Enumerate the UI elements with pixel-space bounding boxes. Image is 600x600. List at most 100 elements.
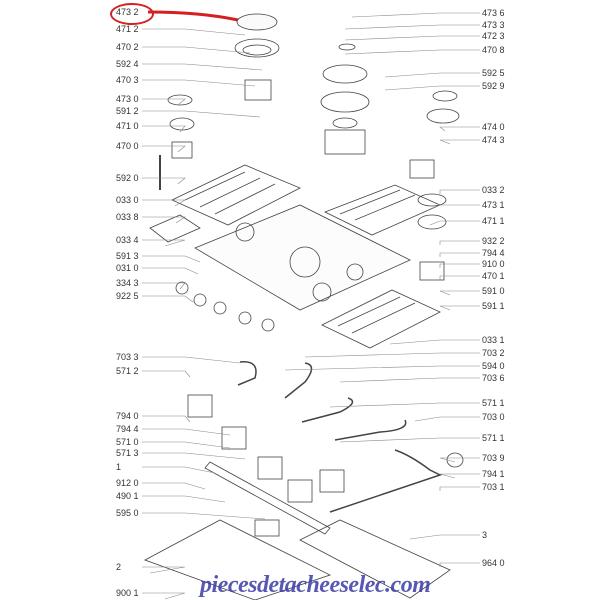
leader-line	[439, 263, 480, 268]
part-label: 794 4	[482, 248, 505, 258]
gas-manifold	[329, 449, 442, 513]
leader-line	[344, 49, 480, 55]
leader-line	[142, 110, 261, 118]
leader-line	[142, 98, 186, 106]
leader-line	[329, 402, 480, 408]
part-label: 591 3	[116, 251, 139, 261]
leader-line	[409, 534, 480, 540]
part-label: 472 3	[482, 31, 505, 41]
leader-line	[429, 204, 480, 210]
leader-line	[142, 495, 226, 503]
leader-line	[439, 240, 480, 245]
part-label: 932 2	[482, 236, 505, 246]
highlight-circle	[110, 3, 154, 25]
part-label: 595 0	[116, 508, 139, 518]
leader-line	[439, 189, 480, 194]
leader-line	[304, 352, 480, 358]
burner-crown-small	[169, 117, 195, 131]
leader-line	[439, 139, 480, 145]
leader-line	[439, 275, 480, 280]
part-label: 571 0	[116, 437, 139, 447]
part-label: 473 0	[116, 94, 139, 104]
leader-line	[142, 145, 186, 153]
leader-line	[439, 457, 480, 463]
leader-line	[142, 216, 186, 224]
pan-support-left	[171, 164, 301, 226]
leader-line	[344, 35, 480, 41]
part-label: 1	[116, 462, 122, 472]
part-label: 571 1	[482, 398, 505, 408]
burner-cap-mini	[338, 43, 356, 51]
part-label: 592 9	[482, 81, 505, 91]
part-label: 592 4	[116, 59, 139, 69]
leader-line	[429, 220, 480, 226]
part-label: 794 4	[116, 424, 139, 434]
burner-body	[244, 79, 272, 101]
leader-line	[439, 473, 480, 479]
leader-line	[142, 512, 266, 520]
part-label: 591 1	[482, 301, 505, 311]
leader-line	[142, 592, 186, 600]
leader-line	[439, 562, 480, 567]
pan-support-front	[321, 289, 441, 349]
burner-crown-large	[234, 38, 280, 58]
burner-cap-small	[167, 94, 193, 106]
leader-line	[142, 566, 186, 574]
part-label: 591 2	[116, 106, 139, 116]
leader-line	[414, 416, 480, 422]
part-label: 470 0	[116, 141, 139, 151]
front-rail	[204, 461, 331, 535]
gas-inlet-connector	[446, 452, 464, 468]
part-label: 910 0	[482, 259, 505, 269]
hob-top-plate	[194, 204, 411, 311]
leader-line	[439, 486, 480, 491]
part-label: 592 5	[482, 68, 505, 78]
leader-line	[439, 252, 480, 257]
part-label: 964 0	[482, 558, 505, 568]
part-label: 473 1	[482, 200, 505, 210]
part-label: 922 5	[116, 291, 139, 301]
watermark: piecesdetacheeselec.com	[200, 572, 431, 598]
ignition-module	[254, 519, 280, 537]
part-label: 334 3	[116, 278, 139, 288]
part-label: 473 6	[482, 8, 505, 18]
part-label: 033 4	[116, 235, 139, 245]
burner-body-right	[324, 129, 366, 155]
part-label: 031 0	[116, 263, 139, 273]
burner-cap-large	[236, 13, 278, 31]
leader-line	[142, 199, 187, 207]
part-label: 592 0	[116, 173, 139, 183]
part-label: 471 0	[116, 121, 139, 131]
burner-ring	[322, 64, 368, 84]
part-label: 033 0	[116, 195, 139, 205]
leader-line	[142, 441, 231, 449]
part-label: 571 1	[482, 433, 505, 443]
leader-line	[142, 177, 186, 185]
part-label: 474 0	[482, 122, 505, 132]
leader-line	[339, 377, 480, 383]
part-label: 3	[482, 530, 488, 540]
leader-line	[142, 356, 241, 364]
leader-line	[142, 239, 186, 247]
leader-line	[142, 79, 256, 87]
part-label: 571 3	[116, 448, 139, 458]
leader-line	[142, 452, 246, 460]
leader-line	[284, 365, 480, 371]
leader-line	[339, 437, 480, 443]
leader-line	[142, 482, 206, 490]
burner-crown-right	[320, 91, 370, 113]
part-label: 703 3	[116, 352, 139, 362]
gas-valve	[187, 394, 213, 418]
leader-line	[142, 466, 216, 474]
leader-line	[142, 370, 191, 378]
bottom-housing	[144, 519, 332, 600]
part-label: 2	[116, 562, 122, 572]
part-label: 594 0	[482, 361, 505, 371]
seal-frame	[149, 214, 201, 243]
part-label: 470 8	[482, 45, 505, 55]
part-label: 471 2	[116, 24, 139, 34]
gasket	[299, 519, 451, 599]
part-label: 703 9	[482, 453, 505, 463]
part-label: 703 6	[482, 373, 505, 383]
